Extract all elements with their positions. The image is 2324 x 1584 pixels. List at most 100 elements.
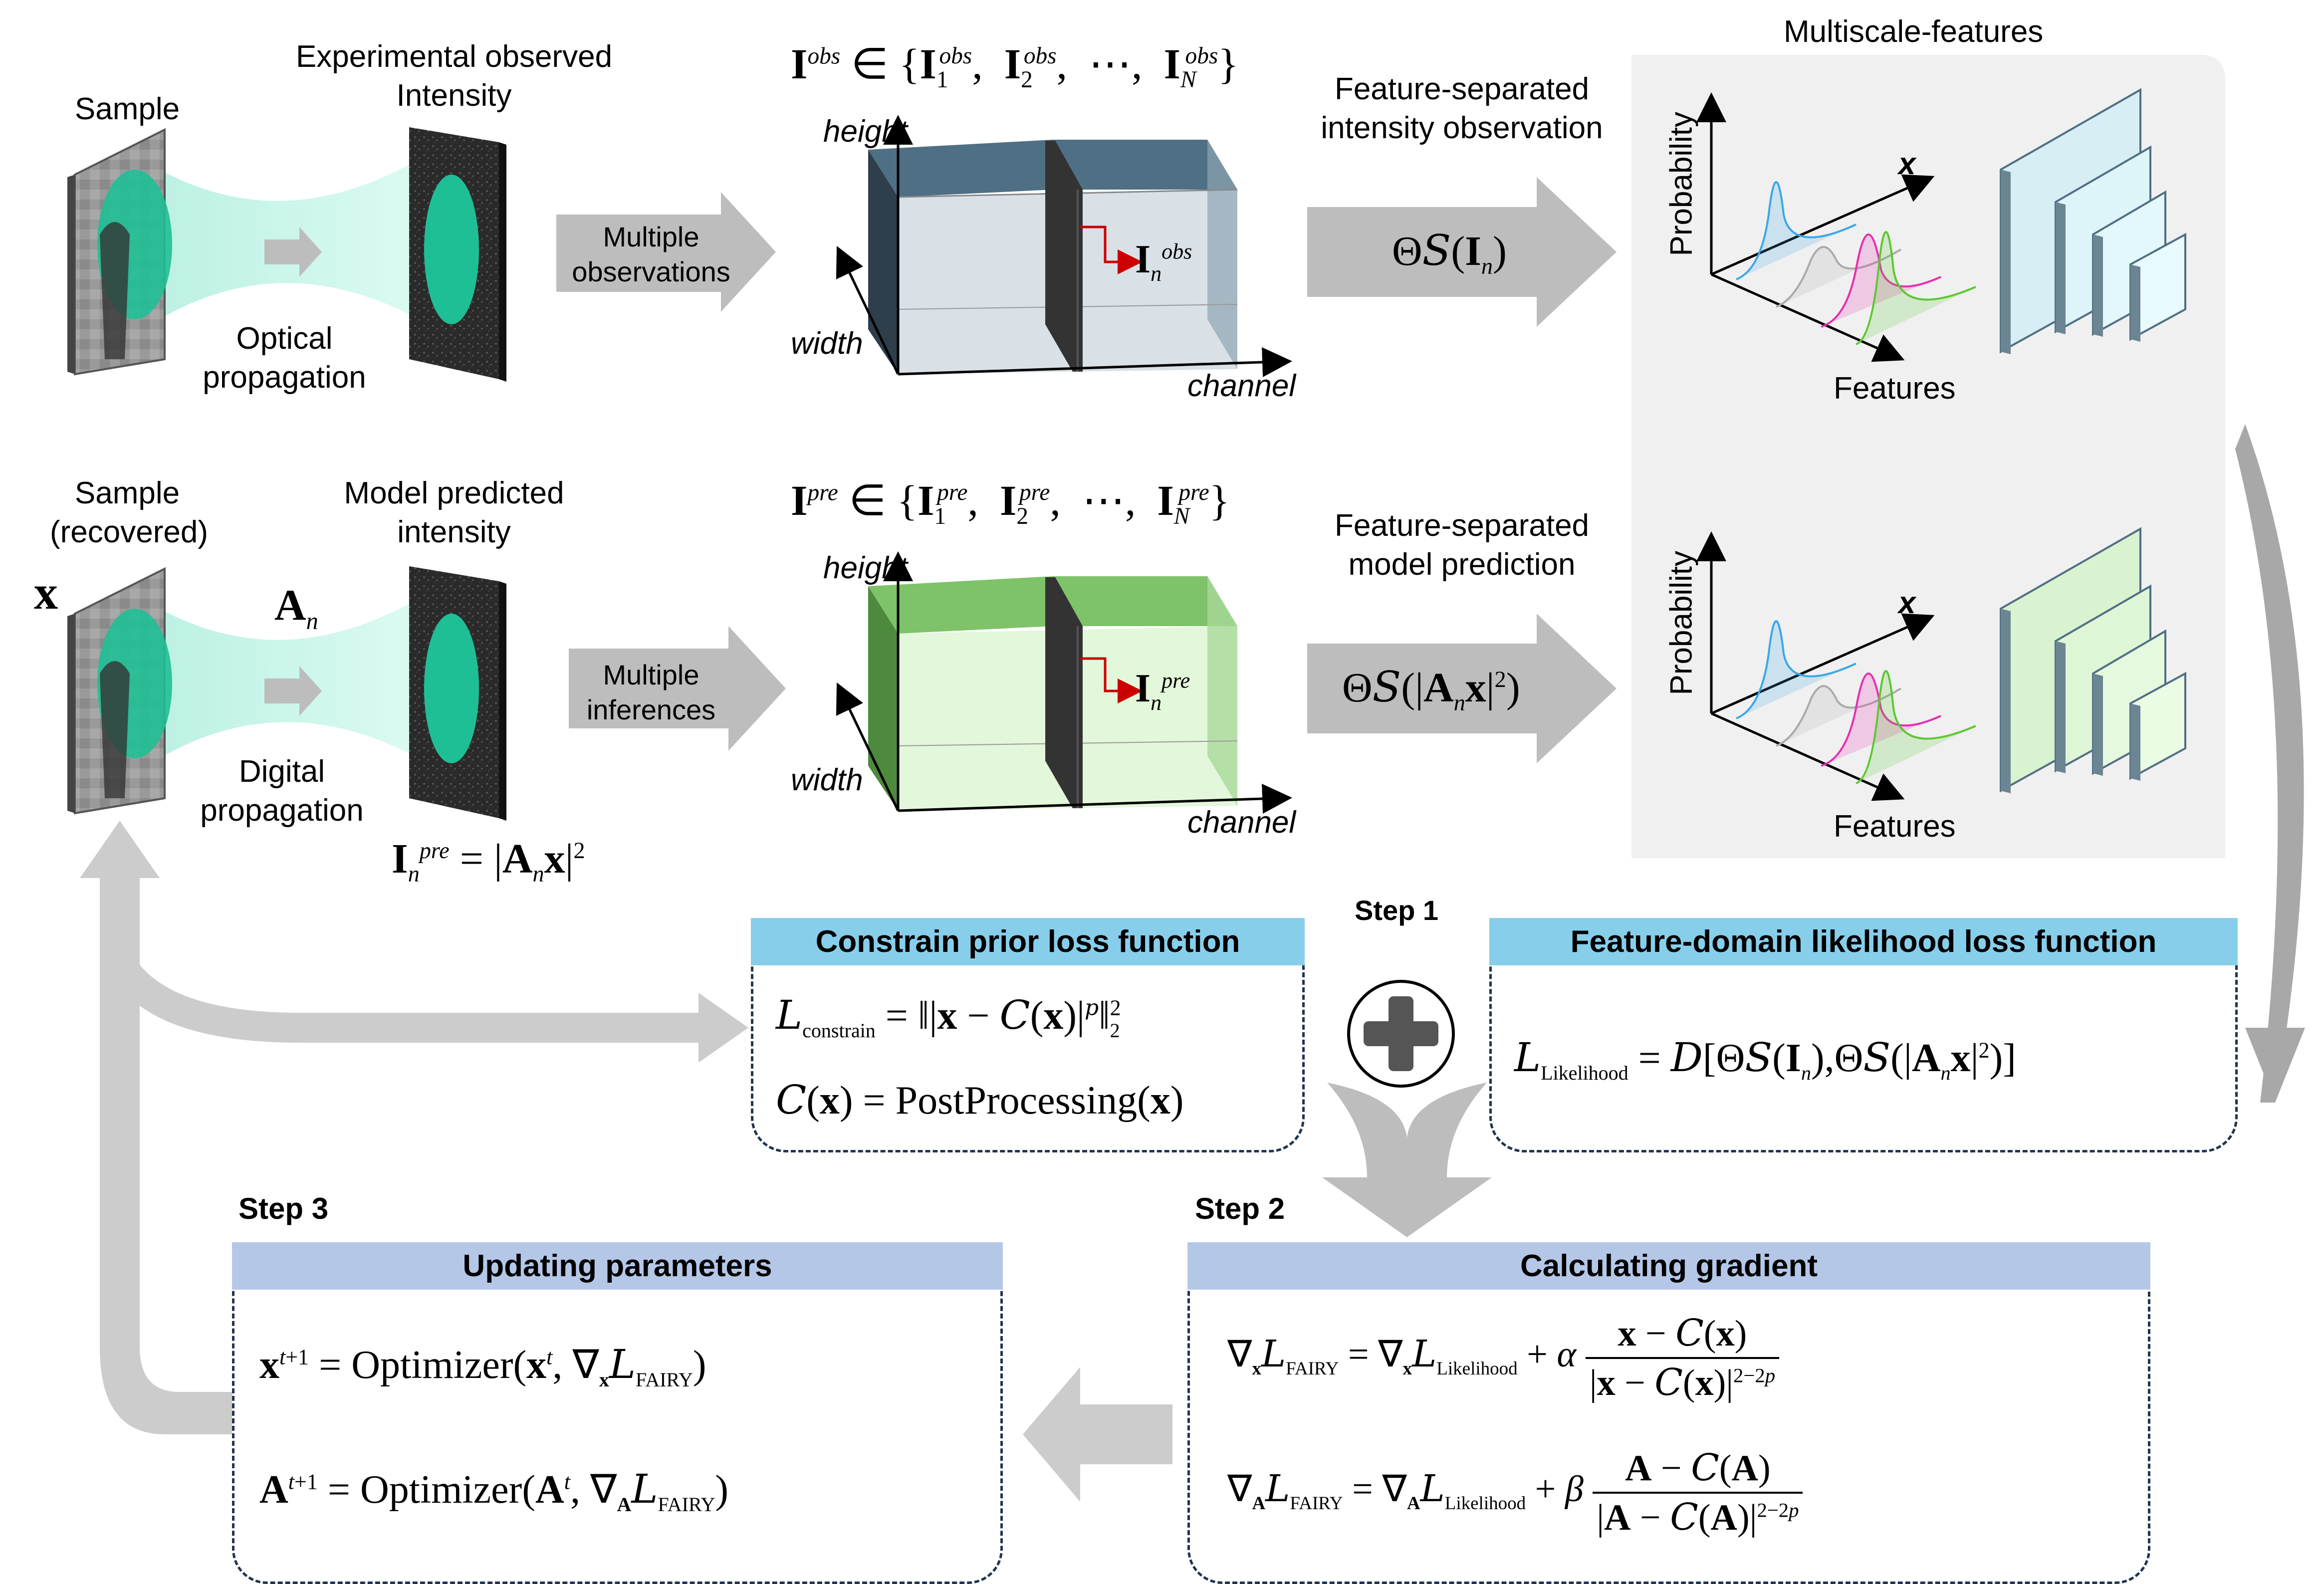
multiscale-features-label: Multiscale-features bbox=[1784, 14, 2044, 49]
sub-likelihood-3: Likelihood bbox=[1444, 1493, 1526, 1514]
multiple-inferences-label: Multiple inferences bbox=[569, 658, 733, 727]
constrain-box-title: Constrain prior loss function bbox=[751, 918, 1305, 965]
A-gradient-equation: ∇ALFAIRY = ∇ALLikelihood + β A − C(A)|A … bbox=[1227, 1449, 1803, 1536]
experimental-intensity-line2: Intensity bbox=[396, 78, 512, 113]
postprocessing-word: PostProcessing bbox=[895, 1079, 1138, 1123]
sub-fairy-3: FAIRY bbox=[1286, 1358, 1339, 1379]
feat-sep-obs-line2: intensity observation bbox=[1321, 110, 1603, 145]
obs-set-equation: Iobs ∈ {I1obs, I2obs, ⋯, INobs} bbox=[791, 40, 1239, 93]
sample-bottom-line1: Sample bbox=[74, 476, 180, 510]
gradient-box-title: Calculating gradient bbox=[1187, 1242, 2150, 1290]
theta-s-In-label: ΘS(In) bbox=[1392, 226, 1507, 279]
detector-top bbox=[409, 127, 506, 382]
observation-cube bbox=[836, 115, 1292, 377]
multiple-obs-line1: Multiple bbox=[603, 221, 699, 252]
In-pre-definition: Inpre = |Anx|2 bbox=[392, 836, 585, 887]
multiple-observations-arrow bbox=[556, 192, 776, 312]
step3-label: Step 3 bbox=[238, 1192, 329, 1225]
postprocessing-equation: C(x) = PostProcessing(x) bbox=[776, 1077, 1184, 1123]
x-gradient-equation: ∇xLFAIRY = ∇xLLikelihood + α x − C(x)|x … bbox=[1227, 1315, 1780, 1401]
x-axis-label-bottom: x bbox=[1898, 586, 1916, 620]
feat-sep-pred-line1: Feature-separated bbox=[1334, 508, 1590, 543]
sample-recovered-label: Sample (recovered) bbox=[50, 474, 208, 551]
step2-label: Step 2 bbox=[1195, 1192, 1285, 1225]
experimental-intensity-label: Experimental observed Intensity bbox=[269, 37, 639, 115]
likelihood-box-title: Feature-domain likelihood loss function bbox=[1489, 918, 2238, 965]
multiple-obs-line2: observations bbox=[572, 256, 730, 287]
probability-axis-bottom: Probability bbox=[1664, 551, 1699, 695]
probability-plot-bottom bbox=[1696, 531, 1976, 801]
feature-separated-arrow-top bbox=[1307, 177, 1617, 327]
height-axis-top: height bbox=[823, 114, 908, 149]
An-subscript: n bbox=[306, 608, 318, 635]
sample-image-top bbox=[67, 128, 172, 376]
multiple-inferences-arrow bbox=[569, 626, 786, 751]
feat-sep-obs-line1: Feature-separated bbox=[1334, 72, 1590, 106]
sub-fairy-4: FAIRY bbox=[1290, 1493, 1343, 1514]
A-update-equation: At+1 = Optimizer(At, ∇ALFAIRY) bbox=[259, 1466, 728, 1516]
multiple-observations-label: Multiple observations bbox=[556, 220, 746, 289]
digital-line1: Digital bbox=[238, 754, 325, 789]
width-axis-bottom: width bbox=[791, 763, 863, 797]
sample-bottom-line2: (recovered) bbox=[50, 514, 208, 549]
x-update-equation: xt+1 = Optimizer(xt, ∇xLFAIRY) bbox=[259, 1341, 706, 1391]
beam-arrow-top bbox=[264, 227, 322, 277]
right-curve-arrow bbox=[2235, 424, 2304, 1103]
optical-propagation-label: Optical propagation bbox=[185, 319, 384, 397]
channel-axis-top: channel bbox=[1187, 369, 1296, 403]
sample-image-bottom bbox=[67, 567, 172, 815]
features-axis-top: Features bbox=[1834, 371, 1956, 406]
multiscale-plates-bottom bbox=[2000, 527, 2186, 793]
constrain-loss-equation: Lconstrain = ‖|x − C(x)|p‖22 bbox=[776, 992, 1121, 1042]
sub-constrain: constrain bbox=[802, 1019, 876, 1042]
An-letter: A bbox=[274, 581, 306, 630]
left-loop-arrowhead bbox=[80, 821, 160, 878]
experimental-intensity-line1: Experimental observed bbox=[295, 39, 613, 74]
theta-s-Anx-label: ΘS(|Anx|2) bbox=[1342, 663, 1520, 715]
feat-sep-pred-line2: model prediction bbox=[1348, 547, 1576, 582]
x-symbol: x bbox=[34, 566, 58, 619]
feature-separated-arrow-bottom bbox=[1307, 614, 1617, 763]
probability-axis-top: Probability bbox=[1664, 112, 1699, 256]
prediction-cube bbox=[836, 551, 1292, 814]
step1-label: Step 1 bbox=[1355, 895, 1439, 926]
model-predicted-label: Model predicted intensity bbox=[319, 474, 589, 551]
likelihood-loss-equation: LLikelihood = D[ΘS(In),ΘS(|Anx|2)] bbox=[1514, 1034, 2016, 1084]
sample-label-top: Sample bbox=[74, 92, 180, 126]
optical-line2: propagation bbox=[203, 360, 366, 395]
channel-axis-bottom: channel bbox=[1187, 805, 1296, 840]
features-axis-bottom: Features bbox=[1834, 809, 1956, 844]
multiple-inf-line1: Multiple bbox=[603, 659, 699, 690]
sub-likelihood-1: Likelihood bbox=[1541, 1062, 1628, 1084]
In-pre-label: Inpre bbox=[1135, 667, 1190, 715]
width-axis-top: width bbox=[791, 326, 863, 361]
right-curve-arrowhead bbox=[2245, 1028, 2305, 1103]
probability-plot-top bbox=[1696, 92, 1976, 362]
optimizer-word-1: Optimizer bbox=[351, 1343, 513, 1387]
feature-separated-obs-label: Feature-separated intensity observation bbox=[1307, 70, 1617, 147]
model-pred-line1: Model predicted bbox=[344, 476, 564, 510]
gradient-to-update-arrow bbox=[1023, 1367, 1172, 1502]
left-loop-arrow bbox=[100, 878, 232, 1434]
detector-bottom bbox=[409, 566, 506, 821]
plus-icon bbox=[1347, 980, 1455, 1088]
feature-separated-pred-label: Feature-separated model prediction bbox=[1307, 506, 1617, 584]
updating-box-title: Updating parameters bbox=[232, 1242, 1003, 1290]
updating-box bbox=[232, 1242, 1003, 1584]
model-pred-line2: intensity bbox=[397, 514, 511, 549]
digital-line2: propagation bbox=[200, 793, 364, 828]
height-axis-bottom: height bbox=[823, 551, 908, 585]
optimizer-word-2: Optimizer bbox=[360, 1468, 522, 1512]
multiscale-plates-top bbox=[2000, 88, 2186, 354]
An-symbol: An bbox=[274, 584, 318, 634]
beam-arrow-bottom bbox=[264, 666, 322, 716]
In-obs-label: Inobs bbox=[1135, 237, 1192, 286]
pre-set-equation: Ipre ∈ {I1pre, I2pre, ⋯, INpre} bbox=[791, 476, 1230, 530]
x-axis-label-top: x bbox=[1898, 147, 1916, 181]
sub-fairy-2: FAIRY bbox=[658, 1493, 715, 1516]
merge-arrow bbox=[1322, 1083, 1492, 1237]
multiple-inf-line2: inferences bbox=[586, 694, 716, 725]
sub-likelihood-2: Likelihood bbox=[1436, 1358, 1518, 1379]
sub-fairy-1: FAIRY bbox=[636, 1368, 693, 1391]
